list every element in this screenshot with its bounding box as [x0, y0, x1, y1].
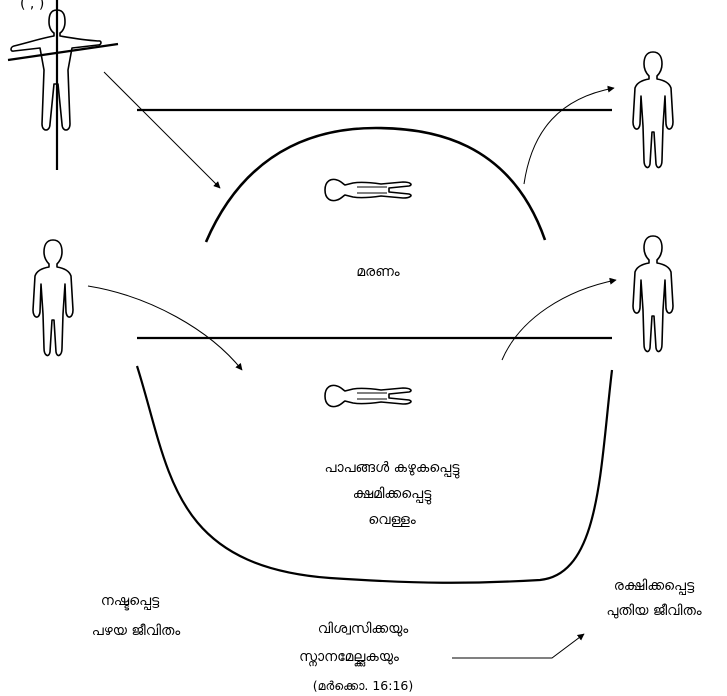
label-saved-line2: പുതിയ ജീവിതം: [606, 603, 701, 619]
raised-figure-top: [633, 52, 673, 167]
arrow-believe-to-saved: [452, 634, 584, 658]
label-lost-line1: നഷ്ടപ്പെട്ട: [101, 593, 160, 611]
label-water-line2: ക്ഷമിക്കപ്പെട്ടു: [353, 486, 432, 505]
buried-figure-death: [325, 179, 411, 200]
crucified-figure: [8, 0, 118, 170]
raised-figure-bottom: [633, 236, 673, 351]
arrow-rise-bottom: [502, 280, 616, 360]
arrow-into-water: [88, 286, 242, 370]
label-saved-line1: രക്ഷിക്കപ്പെട്ട: [614, 578, 695, 595]
label-water-line1: പാപങ്ങൾ കഴുകപ്പെട്ടു: [325, 460, 461, 479]
label-water-line3: വെള്ളം: [368, 512, 416, 528]
old-life-figure: [33, 240, 73, 355]
label-reference: (മർക്കൊ. 16:16): [313, 678, 414, 693]
buried-figure-water: [325, 385, 411, 406]
label-believe-line1: വിശ്വസിക്കയും: [318, 621, 409, 637]
label-death: മരണം: [356, 264, 399, 280]
top-caption: ( , ): [20, 0, 44, 12]
arrow-cross-to-death: [104, 72, 220, 188]
arrow-rise-top: [524, 88, 614, 184]
label-lost-line2: പഴയ ജീവിതം: [92, 623, 181, 639]
death-arc: [206, 128, 545, 242]
label-believe-line2: സ്നാനമേല്ക്കുകയും: [299, 649, 399, 667]
